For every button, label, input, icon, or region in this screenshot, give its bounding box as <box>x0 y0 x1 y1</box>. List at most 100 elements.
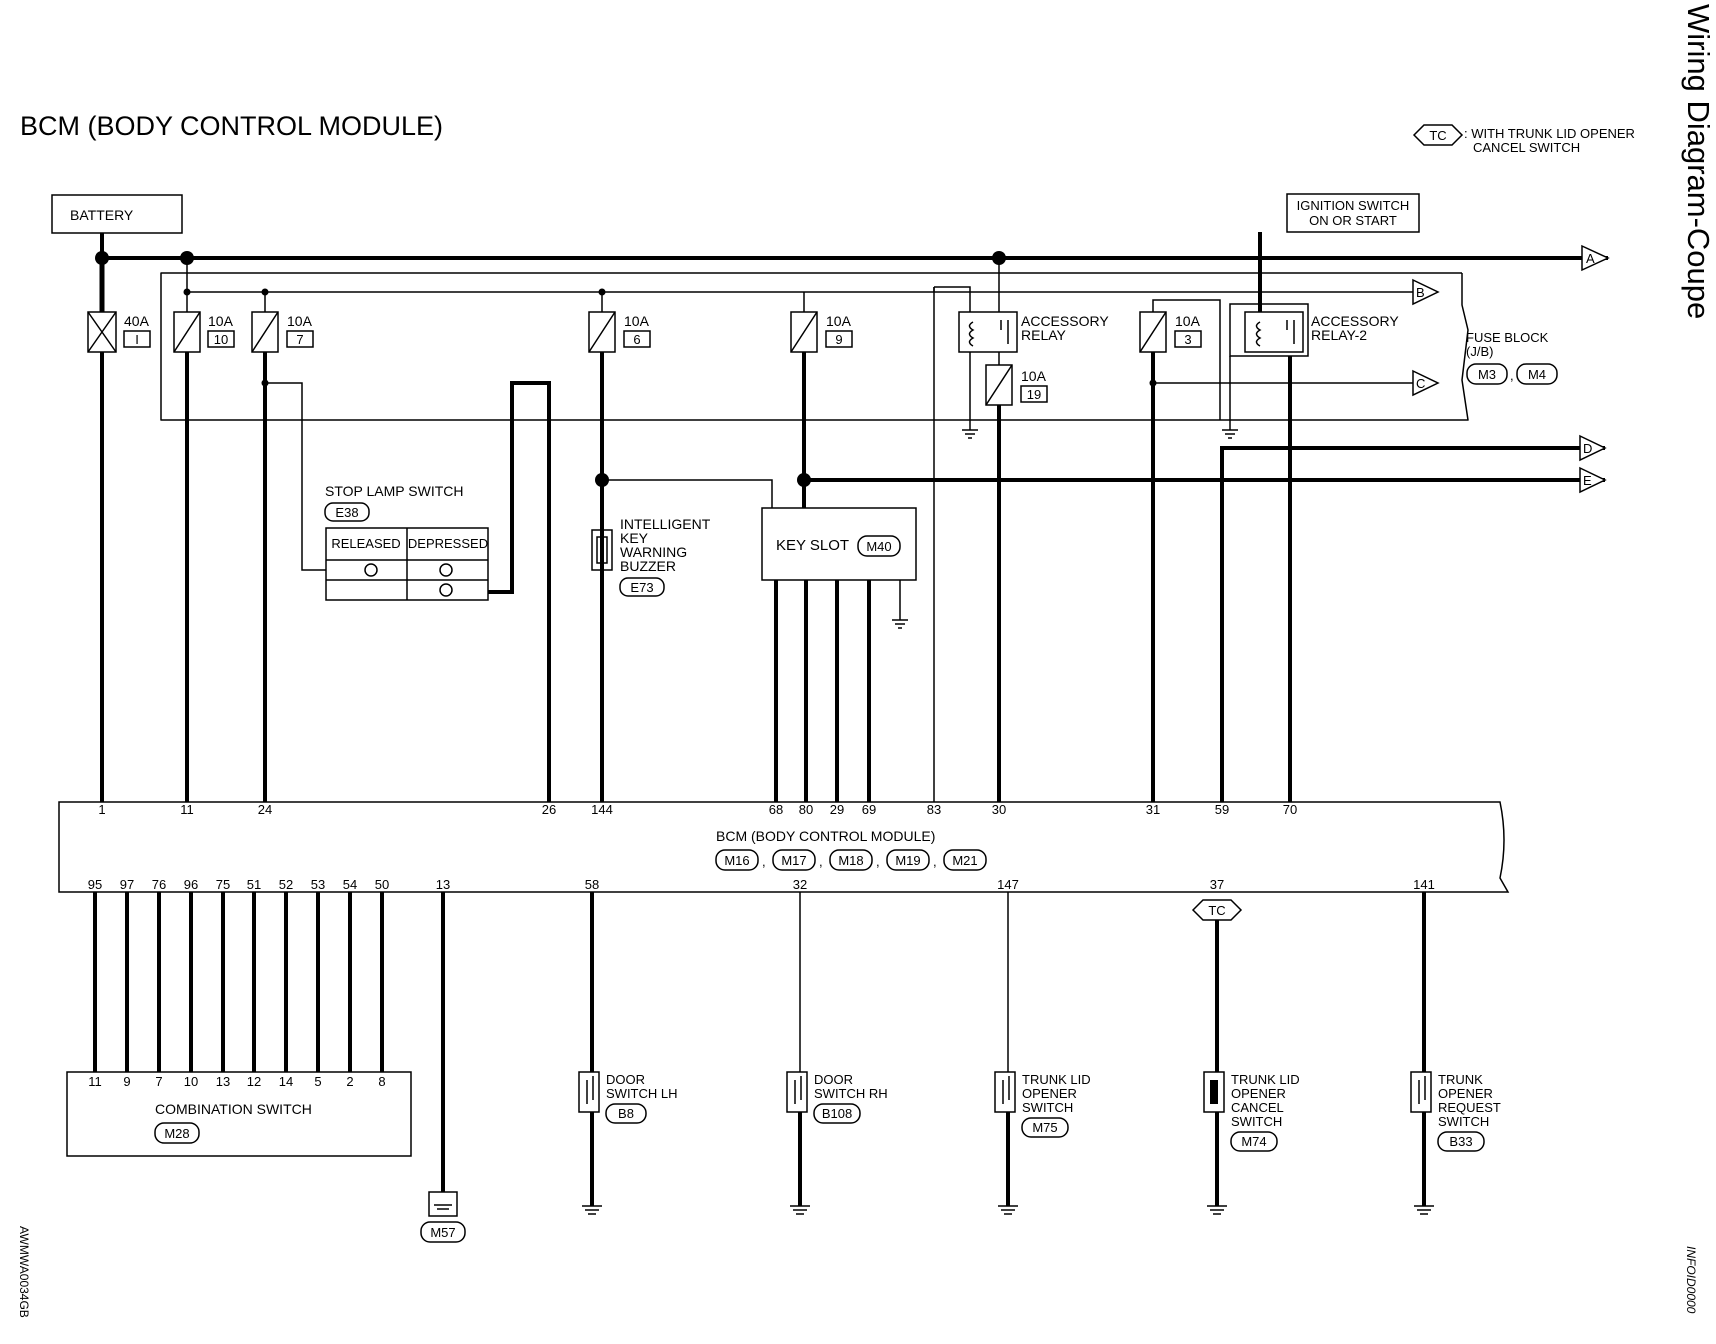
bcm-top-pin: 11 <box>180 802 194 817</box>
bcm-bottom-pin: 32 <box>793 877 807 892</box>
switch-connector-label: B33 <box>1449 1134 1472 1149</box>
bcm-bottom-pin: 58 <box>585 877 599 892</box>
switch-label: SWITCH <box>1438 1114 1489 1129</box>
bcm-connector-label: M21 <box>952 853 977 868</box>
fuse-10a-7: 10A 7 <box>251 288 314 353</box>
bcm-connector-sep: , <box>762 854 766 869</box>
fuse-6-num: 6 <box>633 332 640 347</box>
switch-contact <box>1210 1080 1218 1104</box>
fuse-10a-9: 10A 9 <box>790 292 853 353</box>
combo-pin: 7 <box>155 1074 162 1089</box>
fuse-40a-num: I <box>135 332 139 347</box>
bcm-connector-label: M18 <box>838 853 863 868</box>
bcm-connector-sep: , <box>876 854 880 869</box>
combo-pin: 10 <box>184 1074 198 1089</box>
combo-pin: 12 <box>247 1074 261 1089</box>
bcm-top-pin: 70 <box>1283 802 1297 817</box>
bcm-top-pin: 26 <box>542 802 556 817</box>
switch-label: REQUEST <box>1438 1100 1501 1115</box>
bcm-connector <box>772 849 816 871</box>
bus-d <box>1220 446 1605 802</box>
switch-connector <box>1230 1131 1278 1152</box>
bcm-top-pin: 83 <box>927 802 941 817</box>
fuse-40a-amp: 40A <box>124 313 150 329</box>
bcm-connector <box>829 849 873 871</box>
fuse-7-num: 7 <box>296 332 303 347</box>
arrow-b <box>1412 278 1440 306</box>
fuse-block-jb: (J/B) <box>1466 344 1493 359</box>
switch-body <box>786 1071 808 1113</box>
stop-lamp-switch: STOP LAMP SWITCH E38 RELEASED DEPRESSED <box>261 379 551 802</box>
bcm-bottom-pin: 75 <box>216 877 230 892</box>
buzzer-line4: BUZZER <box>620 558 676 574</box>
acc-relay2-line1: ACCESSORY <box>1311 313 1399 329</box>
bcm-bottom-pin: 52 <box>279 877 293 892</box>
bcm-top-pin: 24 <box>258 802 272 817</box>
bcm-top-pin: 144 <box>591 802 613 817</box>
buzzer-conn: E73 <box>630 580 653 595</box>
fuse-10a-19: 10A 19 <box>985 352 1048 406</box>
fuse-9-amp: 10A <box>826 313 852 329</box>
ground-symbol <box>962 429 978 439</box>
fuse-block-outline <box>160 272 1469 421</box>
fuse-19-num: 19 <box>1027 387 1041 402</box>
fuse-10a-3: 10A 3 <box>1139 299 1221 420</box>
switch-connector-label: M75 <box>1032 1120 1057 1135</box>
bcm-connector-label: M16 <box>724 853 749 868</box>
legend: TC : WITH TRUNK LID OPENER CANCEL SWITCH <box>1412 124 1635 155</box>
fuse-3-amp: 10A <box>1175 313 1201 329</box>
bcm-top-pin: 69 <box>862 802 876 817</box>
stop-lamp-label: STOP LAMP SWITCH <box>325 483 463 499</box>
fuse-block-conn2-box <box>1516 363 1558 385</box>
stop-lamp-released: RELEASED <box>331 536 400 551</box>
switch-label: TRUNK LID <box>1022 1072 1091 1087</box>
arrow-d <box>1579 434 1607 462</box>
buzzer-feed <box>602 479 773 508</box>
bcm-connector-label: M17 <box>781 853 806 868</box>
legend-tc-label: TC <box>1429 128 1446 143</box>
combo-pin: 5 <box>314 1074 321 1089</box>
bcm-bottom-pin: 54 <box>343 877 357 892</box>
switch-label: SWITCH <box>1022 1100 1073 1115</box>
fuse-7-amp: 10A <box>287 313 313 329</box>
switch-label: DOOR <box>606 1072 645 1087</box>
bcm-bottom-pin: 95 <box>88 877 102 892</box>
acc-relay2-line2: RELAY-2 <box>1311 327 1367 343</box>
legend-tc-tag <box>1412 124 1464 146</box>
bcm-top-pin: 59 <box>1215 802 1229 817</box>
fuse-block-conn2: M4 <box>1528 367 1546 382</box>
fuse-19-amp: 10A <box>1021 368 1047 384</box>
switch-connector <box>1021 1117 1069 1138</box>
key-slot: KEY SLOT M40 <box>761 352 917 802</box>
bcm-top-pin: 29 <box>830 802 844 817</box>
intelligent-key-buzzer: INTELLIGENT KEY WARNING BUZZER E73 <box>591 516 711 597</box>
acc-relay-line1: ACCESSORY <box>1021 313 1109 329</box>
switch-label: SWITCH <box>1231 1114 1282 1129</box>
switch-label: TRUNK LID <box>1231 1072 1300 1087</box>
combo-pin: 9 <box>123 1074 130 1089</box>
side-title: Wiring Diagram-Coupe <box>1681 4 1716 319</box>
switch-connector <box>605 1103 647 1124</box>
combination-switch-conn: M28 <box>164 1126 189 1141</box>
switch-connector <box>813 1103 861 1124</box>
accessory-relay: ACCESSORY RELAY <box>933 258 1109 430</box>
legend-text-1: : WITH TRUNK LID OPENER <box>1464 126 1635 141</box>
switch-body <box>578 1071 600 1113</box>
fuse-block-sep: , <box>1510 368 1514 383</box>
arrow-a-label: A <box>1586 251 1595 266</box>
bcm-connector-label: M19 <box>895 853 920 868</box>
combo-pin: 8 <box>378 1074 385 1089</box>
switch-label: SWITCH LH <box>606 1086 678 1101</box>
fuse-block-conn1-box <box>1466 363 1508 385</box>
switch-connector <box>1437 1131 1485 1152</box>
switch-connector-label: B8 <box>618 1106 634 1121</box>
bcm-bottom-pin: 141 <box>1413 877 1435 892</box>
pin37-tc-label: TC <box>1208 903 1225 918</box>
arrow-e-label: E <box>1583 473 1592 488</box>
switch-label: SWITCH RH <box>814 1086 888 1101</box>
combo-pin: 2 <box>346 1074 353 1089</box>
switch-connector-label: M74 <box>1241 1134 1266 1149</box>
bcm-top-pin: 30 <box>992 802 1006 817</box>
info-id: INFOID0000 <box>1684 1246 1698 1314</box>
